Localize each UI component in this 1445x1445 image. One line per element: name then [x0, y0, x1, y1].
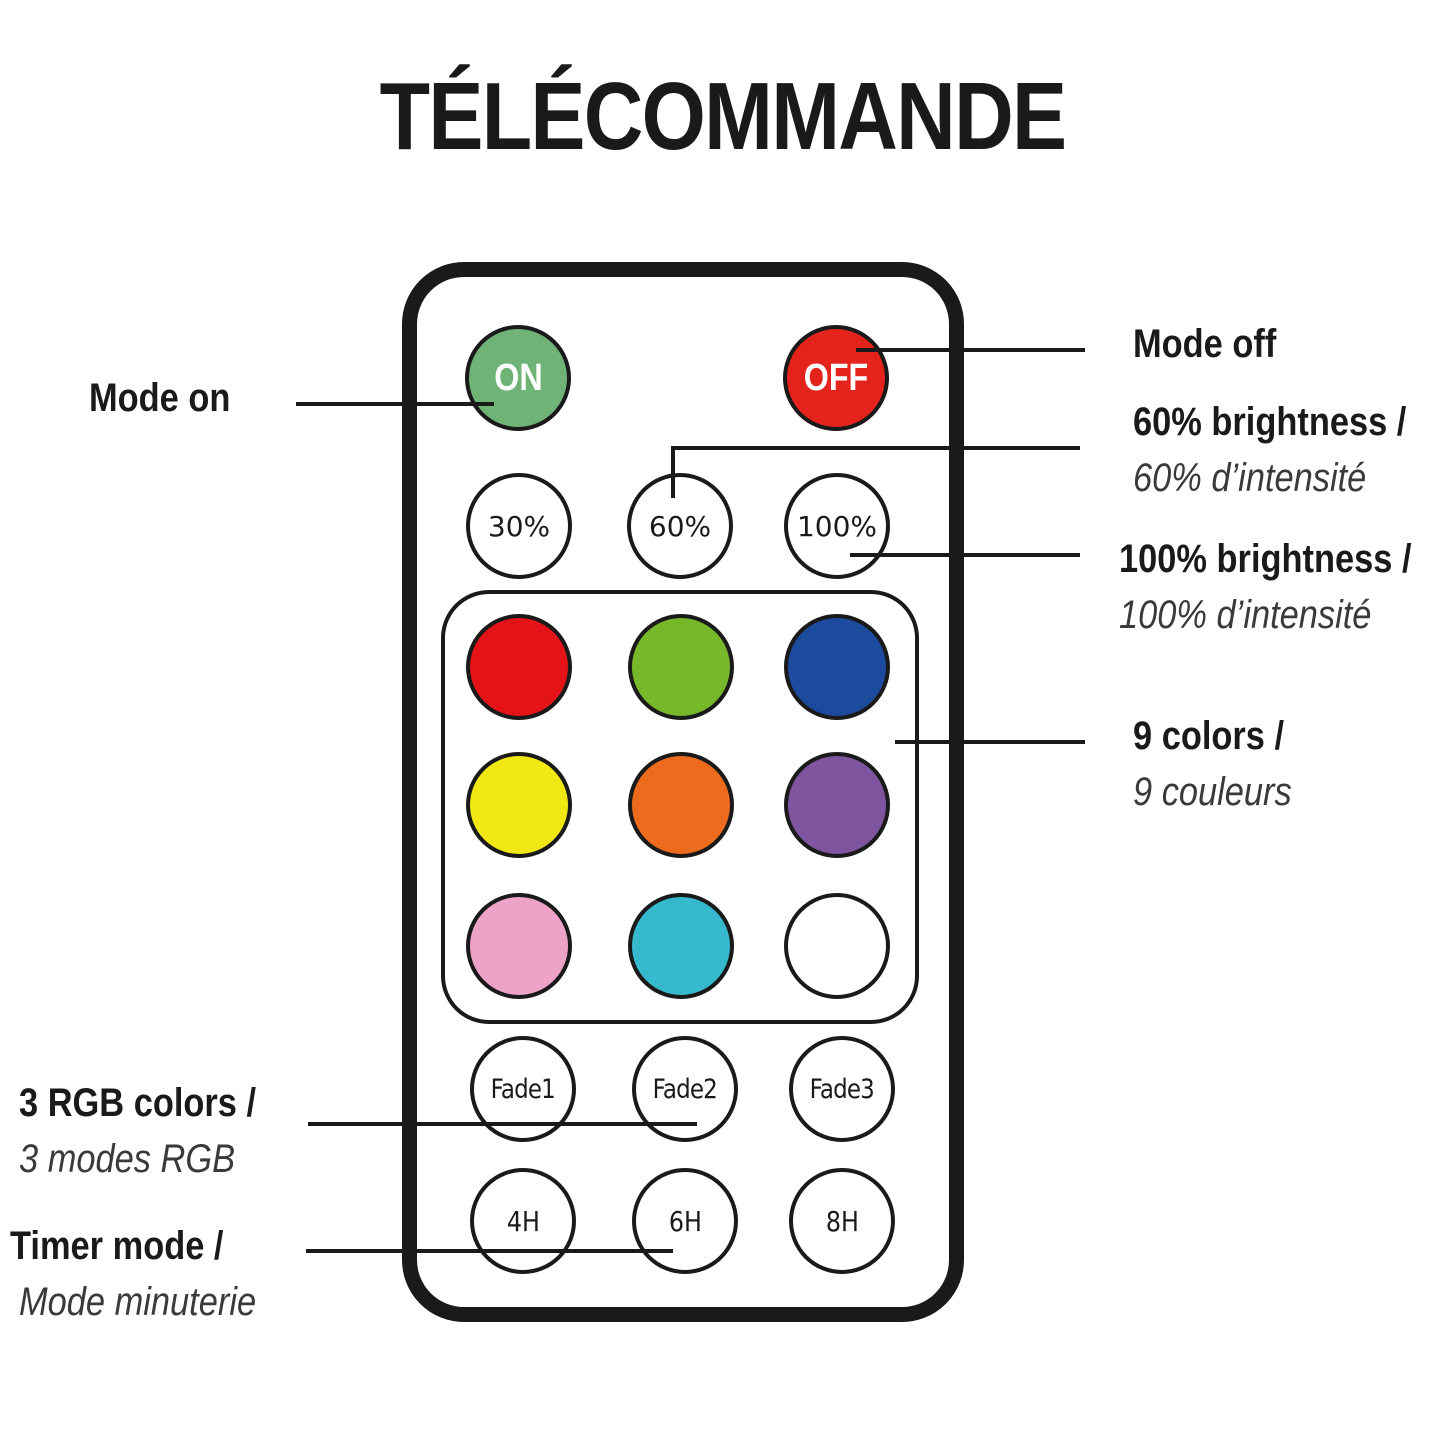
on-button[interactable]: ON — [465, 325, 571, 431]
off-button-label: OFF — [803, 356, 869, 399]
color-white-button[interactable] — [784, 893, 890, 999]
color-pink-button[interactable] — [466, 893, 572, 999]
brightness-100-button[interactable]: 100% — [784, 473, 890, 579]
color-yellow-button[interactable] — [466, 752, 572, 858]
brightness-60-leader-line — [671, 446, 1080, 450]
fade2-button[interactable]: Fade2 — [632, 1036, 738, 1142]
fade3-label: Fade3 — [809, 1073, 875, 1105]
color-orange-button[interactable] — [628, 752, 734, 858]
timer-6h-label: 6H — [668, 1204, 702, 1238]
rgb-leader-line — [308, 1122, 697, 1126]
colors-annotation: 9 colors / 9 couleurs — [1133, 716, 1318, 812]
color-green-button[interactable] — [628, 614, 734, 720]
brightness-60-fr: 60% d’intensité — [1133, 456, 1367, 500]
timer-8h-button[interactable]: 8H — [789, 1168, 895, 1274]
colors-fr: 9 couleurs — [1133, 770, 1292, 814]
timer-leader-line — [306, 1249, 673, 1253]
rgb-en: 3 RGB colors / — [19, 1081, 257, 1125]
mode-on-leader-line — [296, 402, 494, 406]
colors-en: 9 colors / — [1133, 714, 1285, 758]
timer-en: Timer mode / — [10, 1224, 224, 1268]
mode-off-label: Mode off — [1133, 322, 1277, 366]
timer-annotation: Timer mode / Mode minuterie — [10, 1226, 295, 1322]
brightness-100-label: 100% — [796, 509, 878, 543]
brightness-60-button[interactable]: 60% — [627, 473, 733, 579]
color-purple-button[interactable] — [784, 752, 890, 858]
mode-off-annotation: Mode off — [1133, 324, 1300, 364]
page-title: TÉLÉCOMMANDE — [379, 63, 1067, 170]
color-red-button[interactable] — [466, 614, 572, 720]
color-cyan-button[interactable] — [628, 893, 734, 999]
colors-leader-line — [895, 740, 1085, 744]
timer-8h-label: 8H — [825, 1204, 859, 1238]
color-buttons-group — [441, 590, 919, 1024]
rgb-annotation: 3 RGB colors / 3 modes RGB — [19, 1083, 295, 1179]
timer-6h-button[interactable]: 6H — [632, 1168, 738, 1274]
brightness-100-fr: 100% d’intensité — [1119, 593, 1372, 637]
brightness-100-annotation: 100% brightness / 100% d’intensité — [1119, 539, 1445, 635]
on-button-label: ON — [493, 356, 543, 399]
brightness-60-leader-drop — [671, 446, 675, 498]
fade2-label: Fade2 — [652, 1073, 718, 1105]
brightness-30-button[interactable]: 30% — [466, 473, 572, 579]
mode-off-leader-line — [856, 348, 1085, 352]
brightness-60-label: 60% — [648, 509, 712, 543]
rgb-fr: 3 modes RGB — [19, 1137, 236, 1181]
timer-4h-label: 4H — [506, 1204, 540, 1238]
brightness-100-en: 100% brightness / — [1119, 537, 1412, 581]
timer-4h-button[interactable]: 4H — [470, 1168, 576, 1274]
timer-fr: Mode minuterie — [19, 1280, 257, 1324]
mode-on-label: Mode on — [89, 376, 231, 420]
fade3-button[interactable]: Fade3 — [789, 1036, 895, 1142]
fade1-button[interactable]: Fade1 — [470, 1036, 576, 1142]
mode-on-annotation: Mode on — [89, 378, 253, 418]
brightness-60-annotation: 60% brightness / 60% d’intensité — [1133, 402, 1445, 498]
off-button[interactable]: OFF — [783, 325, 889, 431]
brightness-30-label: 30% — [487, 509, 551, 543]
brightness-100-leader-line — [850, 553, 1080, 557]
brightness-60-en: 60% brightness / — [1133, 400, 1407, 444]
fade1-label: Fade1 — [490, 1073, 556, 1105]
color-blue-button[interactable] — [784, 614, 890, 720]
